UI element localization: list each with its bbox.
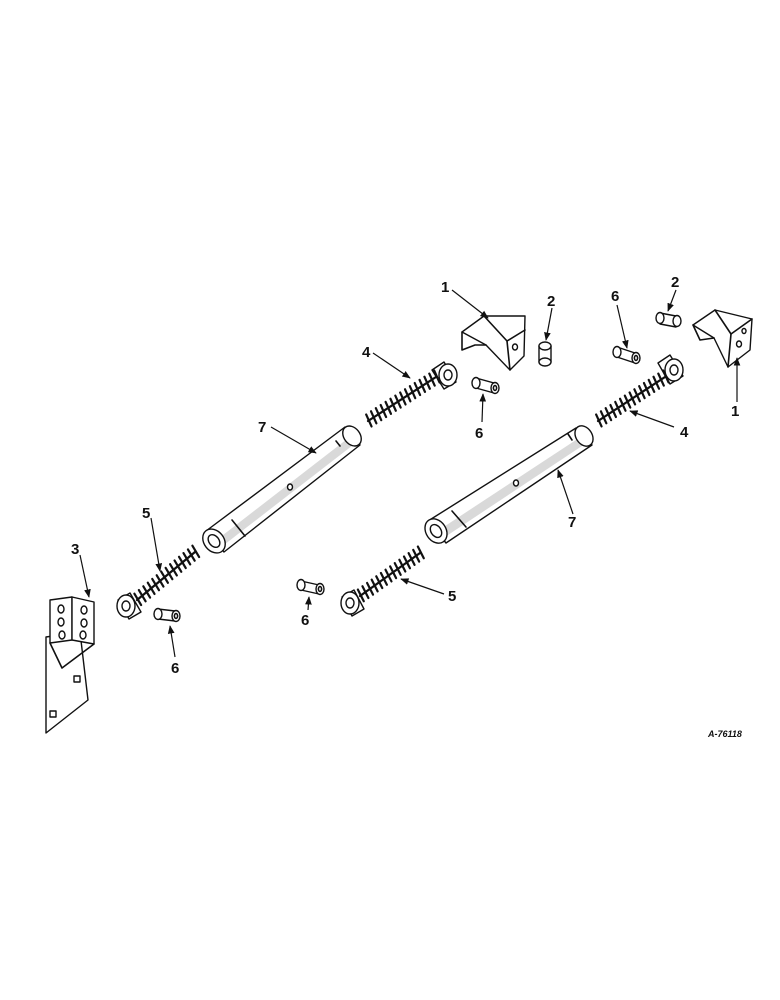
thread-ridge: [638, 385, 646, 400]
threaded-rod-end-bottom-left: [116, 544, 201, 620]
thread-ridge: [412, 548, 421, 563]
thread-ridge: [423, 375, 431, 390]
thread-ridge: [356, 588, 365, 603]
tube-right: [424, 425, 594, 544]
thread-ridge: [599, 410, 608, 425]
thread-ridge: [370, 578, 379, 593]
label-part-1-right: 1: [731, 403, 739, 420]
thread-ridge: [389, 397, 397, 412]
thread-ridge: [609, 403, 618, 419]
thread-ridge: [379, 403, 388, 419]
thread-ridge: [365, 413, 373, 428]
threaded-rod-end-top-left: [365, 361, 458, 428]
thread-ridge: [402, 555, 412, 570]
leader-lines: [79, 289, 741, 658]
thread-ridge: [393, 561, 402, 576]
threaded-rod-end-bottom-right: [340, 545, 425, 617]
thread-ridge: [160, 570, 170, 584]
label-part-2-right: 2: [671, 274, 679, 291]
thread-ridge: [173, 559, 183, 573]
thread-ridge: [399, 391, 407, 406]
label-part-6-bottom-center: 6: [301, 612, 309, 629]
thread-ridge: [595, 413, 603, 428]
thread-ridge: [416, 545, 425, 560]
bracket-right: [692, 309, 753, 368]
spacer-top-right: [655, 311, 682, 328]
thread-ridge: [142, 585, 152, 599]
thread-ridge: [398, 558, 407, 573]
thread-ridge: [394, 394, 402, 409]
thread-ridge: [155, 574, 165, 588]
bushing-center: [471, 376, 500, 395]
label-part-7-right: 7: [568, 514, 576, 531]
thread-ridge: [164, 566, 174, 581]
thread-ridge: [433, 369, 441, 384]
thread-ridge: [628, 391, 637, 406]
thread-ridge: [137, 588, 147, 603]
thread-ridge: [403, 388, 412, 403]
spacer-top-left: [538, 341, 552, 367]
thread-ridge: [369, 410, 378, 425]
thread-ridge: [662, 369, 670, 384]
callout-labels: 1 2 6 2 1 4 6 4 7 7 5 3 6 6 5 A-76118: [71, 274, 742, 739]
thread-ridge: [413, 381, 422, 397]
thread-ridge: [647, 378, 656, 393]
label-part-1-left: 1: [441, 279, 449, 296]
threaded-rod-end-right: [595, 354, 684, 428]
thread-ridge: [361, 585, 370, 600]
bushing-bottom-center: [296, 578, 325, 596]
thread-ridge: [374, 407, 383, 422]
thread-ridge: [151, 577, 161, 592]
drawing-reference: A-76118: [707, 729, 742, 739]
thread-ridge: [168, 563, 178, 577]
bushing-bottom-left: [153, 607, 181, 623]
thread-ridge: [614, 400, 622, 415]
thread-ridge: [384, 568, 393, 583]
mounting-plate: [45, 596, 95, 734]
thread-ridge: [604, 407, 613, 422]
label-part-6-center: 6: [475, 425, 483, 442]
label-part-2-left: 2: [547, 293, 555, 310]
bushing-top-right: [612, 345, 641, 365]
label-part-7-left: 7: [258, 419, 266, 436]
thread-ridge: [133, 592, 143, 607]
label-part-3: 3: [71, 541, 79, 558]
thread-ridge: [633, 388, 641, 403]
thread-ridge: [191, 544, 201, 559]
thread-ridge: [407, 552, 416, 566]
thread-ridge: [428, 372, 436, 387]
label-part-5-right: 5: [448, 588, 456, 605]
thread-ridge: [657, 372, 665, 387]
thread-ridge: [186, 548, 196, 562]
thread-ridge: [146, 581, 156, 596]
thread-ridge: [182, 552, 192, 566]
label-part-6-bottom-left: 6: [171, 660, 179, 677]
label-part-5-left: 5: [142, 505, 150, 522]
label-part-4-right: 4: [680, 424, 689, 441]
thread-ridge: [652, 375, 661, 390]
thread-ridge: [379, 571, 388, 586]
label-part-6-top-right: 6: [611, 288, 619, 305]
tube-left: [202, 425, 362, 554]
thread-ridge: [177, 555, 187, 570]
thread-ridge: [389, 565, 398, 580]
thread-ridge: [384, 400, 393, 415]
thread-ridge: [642, 381, 651, 397]
thread-ridge: [418, 378, 427, 393]
bracket-top-left: [461, 315, 526, 371]
thread-ridge: [375, 575, 384, 590]
label-part-4-top-left: 4: [362, 344, 371, 361]
thread-ridge: [618, 397, 627, 412]
thread-ridge: [623, 394, 632, 409]
thread-ridge: [408, 385, 417, 400]
thread-ridge: [365, 581, 375, 596]
